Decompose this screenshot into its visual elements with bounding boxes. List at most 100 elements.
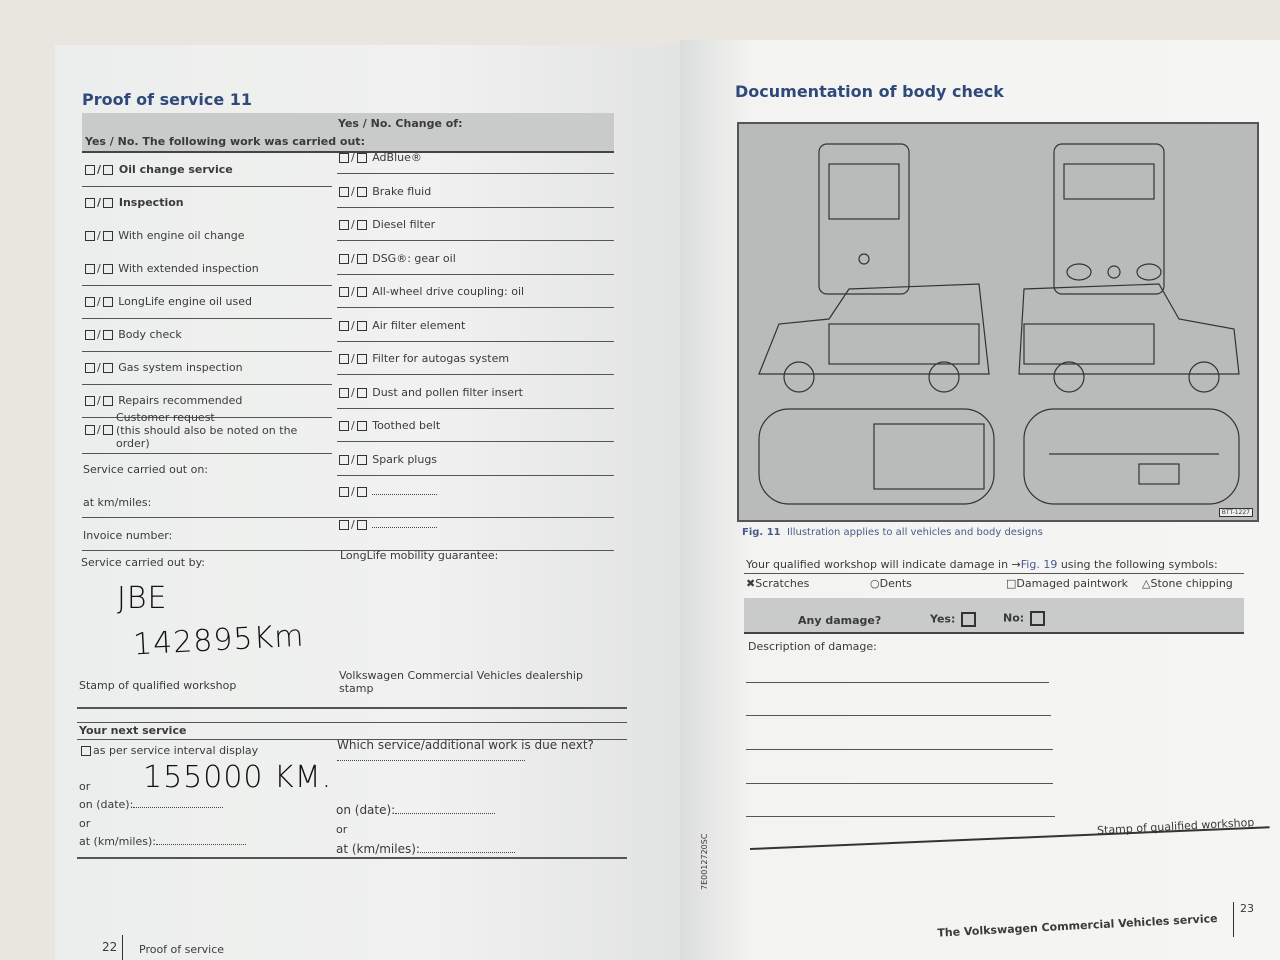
checkbox-no[interactable] <box>356 354 367 364</box>
change-item: / Diesel filter <box>337 218 435 231</box>
customer-request-note: (this should also be noted on the order) <box>116 424 298 450</box>
on-date-label: on (date): <box>79 798 134 811</box>
checkbox-yes[interactable] <box>339 454 349 465</box>
date-field-2[interactable] <box>395 813 496 814</box>
checkbox-yes[interactable] <box>85 264 95 274</box>
work-item: / With engine oil change <box>83 229 245 242</box>
checkbox-no[interactable] <box>356 520 367 530</box>
checkbox-yes[interactable] <box>339 220 349 230</box>
stamp-line <box>749 826 1270 850</box>
change-item: / All-wheel drive coupling: oil <box>337 285 524 298</box>
service-by-label: Service carried out by: <box>81 556 206 569</box>
handwritten-mileage: 142895Km <box>132 618 306 663</box>
checkbox-yes[interactable] <box>339 421 349 431</box>
col1-header: Yes / No. The following work was carried… <box>85 135 365 148</box>
km-field-2[interactable] <box>419 852 515 853</box>
description-label: Description of damage: <box>748 640 877 653</box>
change-item-label: Spark plugs <box>372 452 438 466</box>
symbols-intro: Your qualified workshop will indicate da… <box>746 558 1021 571</box>
date-field[interactable] <box>133 807 224 808</box>
description-line[interactable] <box>746 816 1055 817</box>
change-item-blank: / <box>337 485 438 498</box>
table-header <box>82 113 614 153</box>
vehicle-diagram: BTT-1227 <box>737 122 1259 522</box>
work-item-label: Repairs recommended <box>118 394 243 407</box>
description-line[interactable] <box>746 783 1053 784</box>
checkbox-no[interactable] <box>102 330 113 340</box>
handwritten-next-km: 155000 KM. <box>143 760 333 795</box>
checkbox-yes[interactable] <box>339 186 349 197</box>
symbol-label: Scratches <box>755 577 810 590</box>
checkbox-yes[interactable] <box>339 520 349 530</box>
handwritten-initials: JBE <box>117 581 168 616</box>
checkbox-no[interactable] <box>102 425 113 435</box>
interval-checkbox[interactable] <box>81 746 91 756</box>
checkbox-no[interactable] <box>356 287 367 297</box>
blank-field[interactable] <box>372 494 438 495</box>
checkbox-no[interactable] <box>102 264 113 274</box>
service-date-label: Service carried out on: <box>83 463 209 476</box>
or-label: or <box>79 817 91 830</box>
description-line[interactable] <box>746 749 1053 750</box>
checkbox-yes[interactable] <box>339 320 349 331</box>
checkbox-no[interactable] <box>356 320 367 331</box>
checkbox-yes[interactable] <box>339 487 349 497</box>
checkbox-yes[interactable] <box>339 153 349 163</box>
checkbox-yes[interactable] <box>85 425 95 435</box>
which-service-field[interactable] <box>337 760 525 761</box>
checkbox-yes[interactable] <box>85 396 95 406</box>
change-item: / Dust and pollen filter insert <box>337 386 523 399</box>
checkbox-no[interactable] <box>356 253 367 264</box>
checkbox-no[interactable] <box>356 387 367 398</box>
checkbox-no[interactable] <box>356 421 367 431</box>
checkbox-yes[interactable] <box>339 287 349 297</box>
change-item: / Brake fluid <box>337 185 431 198</box>
checkbox-no[interactable] <box>356 186 367 197</box>
at-km-label: at (km/miles): <box>79 835 156 848</box>
triangle-icon: △ <box>1142 577 1151 590</box>
checkbox-no[interactable] <box>356 153 367 163</box>
change-item: / Air filter element <box>337 319 465 332</box>
checkbox-yes[interactable] <box>339 354 349 364</box>
change-item-label: Filter for autogas system <box>372 352 510 365</box>
work-item-label: With engine oil change <box>118 229 245 242</box>
checkbox-no[interactable] <box>102 297 113 307</box>
yes-label: Yes: <box>930 612 956 626</box>
blank-field[interactable] <box>372 527 438 528</box>
change-item-label: DSG®: gear oil <box>372 251 456 265</box>
symbol-label: Dents <box>879 577 912 590</box>
any-damage-band <box>744 598 1244 634</box>
checkbox-yes[interactable] <box>85 297 95 307</box>
van-outline-illustration <box>758 143 1240 505</box>
work-item: / Gas system inspection <box>83 361 243 374</box>
checkbox-yes[interactable] <box>85 330 95 340</box>
checkbox-no[interactable] <box>103 198 114 208</box>
checkbox-yes[interactable] <box>85 363 95 373</box>
at-km-label-2: at (km/miles): <box>336 842 420 856</box>
page-title: Documentation of body check <box>735 82 1004 101</box>
footer-section: The Volkswagen Commercial Vehicles servi… <box>937 912 1219 940</box>
fig-19-link[interactable]: Fig. 19 <box>1020 558 1058 571</box>
symbol-label: Stone chipping <box>1150 577 1233 590</box>
checkbox-yes[interactable] <box>85 198 95 208</box>
checkbox-no[interactable] <box>356 454 367 465</box>
checkbox-no[interactable] <box>102 231 113 241</box>
checkbox-no[interactable] <box>356 220 367 230</box>
km-field[interactable] <box>155 844 246 845</box>
checkbox-no[interactable] <box>103 165 114 175</box>
damage-yes-checkbox[interactable] <box>961 612 977 627</box>
damage-no-checkbox[interactable] <box>1030 611 1046 626</box>
fig-caption: Illustration applies to all vehicles and… <box>786 527 1043 538</box>
work-item-label: Oil change service <box>118 163 233 176</box>
checkbox-yes[interactable] <box>85 165 95 175</box>
change-item: / Toothed belt <box>337 419 440 432</box>
checkbox-no[interactable] <box>102 363 113 373</box>
checkbox-yes[interactable] <box>339 387 349 398</box>
customer-request: / <box>83 423 115 436</box>
description-line[interactable] <box>746 682 1049 683</box>
description-line[interactable] <box>746 715 1051 716</box>
checkbox-no[interactable] <box>102 396 113 406</box>
checkbox-yes[interactable] <box>339 253 349 264</box>
checkbox-yes[interactable] <box>85 231 95 241</box>
checkbox-no[interactable] <box>356 487 367 497</box>
